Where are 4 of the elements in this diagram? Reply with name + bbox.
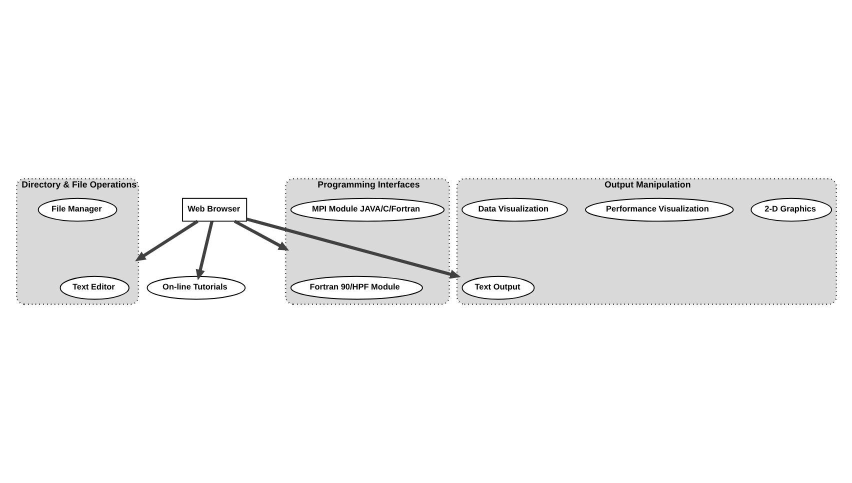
arrow <box>134 220 198 262</box>
arrow <box>233 220 289 251</box>
arrow <box>246 218 460 279</box>
arrow <box>195 220 214 280</box>
